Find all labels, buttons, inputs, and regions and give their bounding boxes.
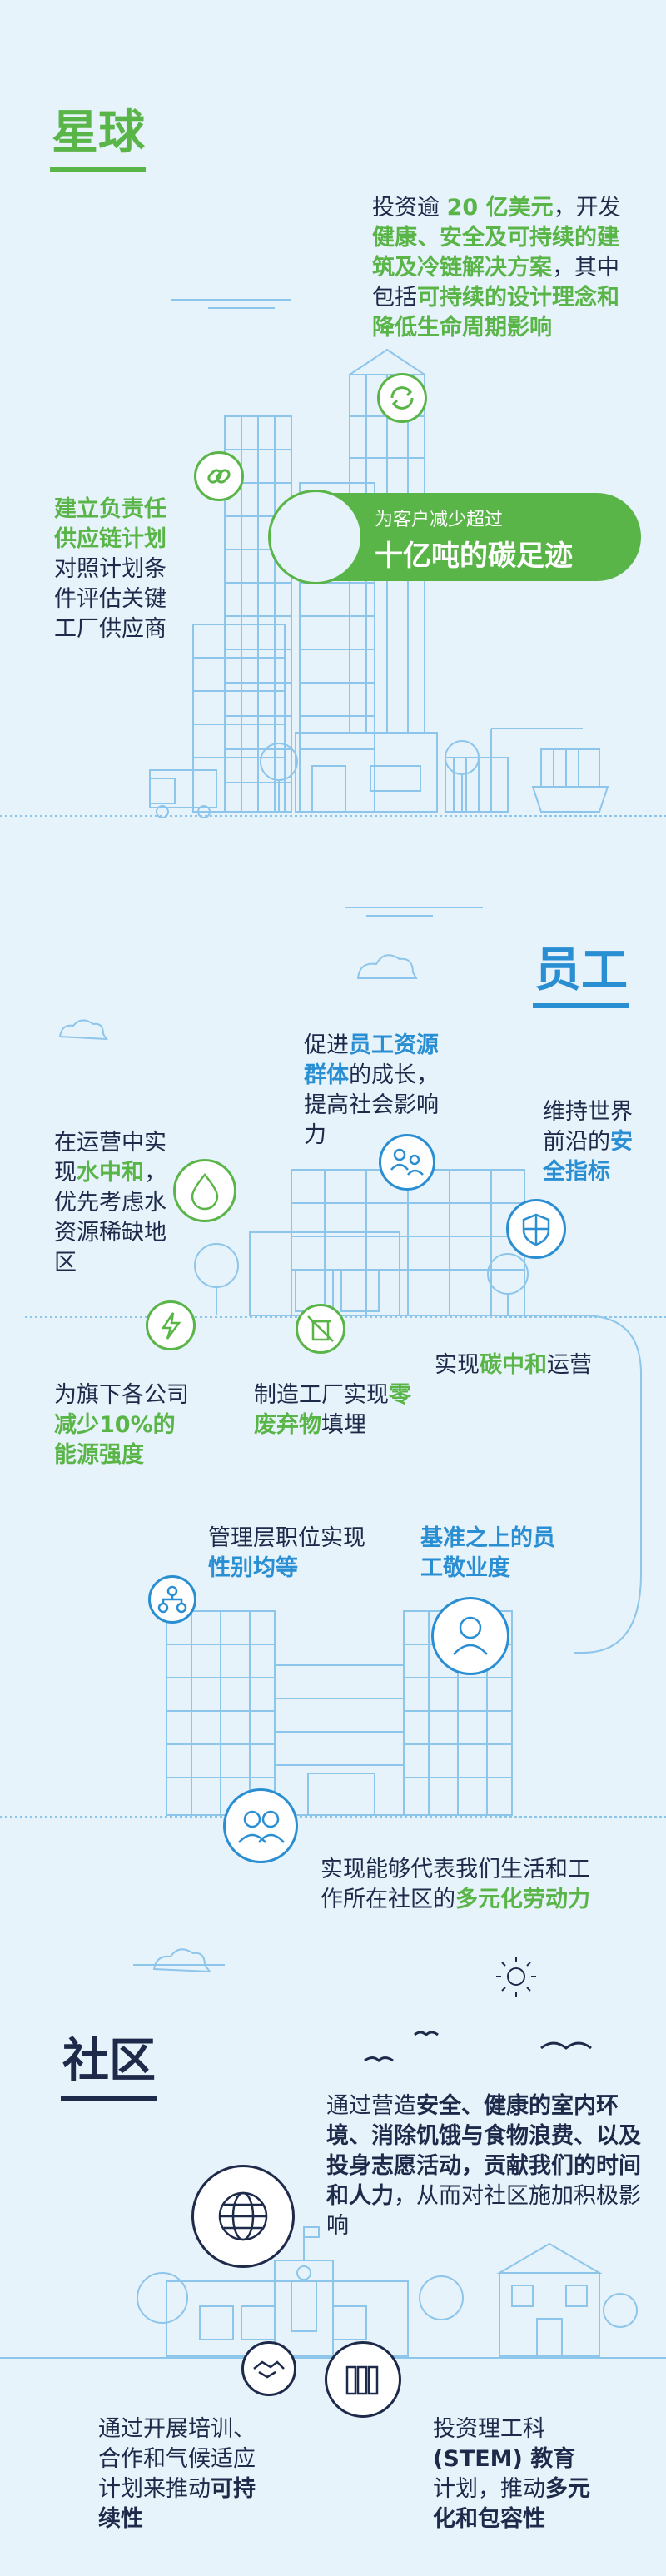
stem-text-2: 计划，推动: [433, 2476, 545, 2502]
waste-highlight: 零废弃物: [254, 1382, 411, 1438]
person-badge-icon: [431, 1597, 509, 1675]
community-training-text: 通过开展培训、合作和气候适应计划来推动可持续性: [98, 2414, 265, 2534]
employee-engagement-text: 基准之上的员工敬业度: [420, 1524, 558, 1584]
employee-energy-text: 为旗下各公司减少10%的能源强度: [54, 1380, 196, 1470]
invest-highlight-1: 20 亿美元: [446, 195, 554, 221]
gender-text: 管理层职位实现: [208, 1525, 365, 1551]
community-environment-text: 通过营造安全、健康的室内环境、消除饥饿与食物浪费、以及投身志愿活动，贡献我们的时…: [326, 2091, 643, 2241]
carbon-text-2: 运营: [547, 1352, 592, 1378]
gender-highlight: 性别均等: [208, 1555, 298, 1581]
planet-invest-text: 投资逾 20 亿美元，开发健康、安全及可持续的建筑及冷链解决方案，其中包括可持续…: [372, 193, 639, 343]
callout-big-text: 十亿吨的碳足迹: [375, 540, 573, 573]
environment-text-1: 通过营造: [326, 2093, 416, 2119]
energy-highlight: 减少10%的能源强度: [54, 1412, 176, 1468]
talent-text-2: 的成长，提高社会影响力: [304, 1062, 439, 1148]
planet-heading-underline: [50, 167, 146, 172]
employee-gender-text: 管理层职位实现性别均等: [208, 1524, 366, 1584]
carbon-text-1: 实现: [435, 1352, 480, 1378]
water-highlight: 水中和: [77, 1160, 144, 1186]
environment-highlight: 安全、健康的室内环境、消除饥饿与食物浪费、以及投身志愿活动，贡献我们的时间和人力: [326, 2093, 641, 2209]
employee-carbon-text: 实现碳中和运营: [435, 1350, 634, 1380]
no-waste-bin-icon: [296, 1304, 345, 1354]
water-text-1: 在运营中实现: [54, 1130, 166, 1186]
carbon-highlight: 碳中和: [480, 1352, 547, 1378]
safety-text: 维持世界前沿的: [543, 1099, 633, 1155]
training-text: 通过开展培训、合作和气候适应计划来推动: [98, 2416, 256, 2502]
waste-text-2: 填埋: [321, 1412, 366, 1438]
recycle-icon: [377, 373, 427, 423]
shield-icon: [506, 1199, 566, 1259]
callout-circle: [268, 490, 363, 584]
invest-text-1: 投资逾: [372, 195, 447, 221]
invest-text-3: ，其中包括: [372, 255, 619, 311]
books-icon: [325, 2341, 401, 2418]
invest-highlight-2: 健康、安全及可持续的建筑及冷链解决方案: [372, 225, 619, 281]
team-people-icon: [223, 1788, 298, 1863]
employee-talent-text: 促进员工资源群体的成长，提高社会影响力: [304, 1031, 450, 1151]
employee-safety-text: 维持世界前沿的安全指标: [543, 1097, 647, 1187]
community-heading: 社区: [62, 2034, 156, 2088]
waste-text-1: 制造工厂实现: [254, 1382, 389, 1408]
water-drop-icon: [173, 1159, 236, 1222]
community-heading-underline: [61, 2096, 157, 2101]
supply-highlight: 建立负责任供应链计划: [54, 496, 166, 552]
planet-heading: 星球: [52, 106, 145, 160]
water-text-2: ，优先考虑水资源稀缺地区: [54, 1160, 166, 1276]
invest-highlight-3: 可持续的设计理念和降低生命周期影响: [372, 285, 619, 341]
energy-text: 为旗下各公司: [54, 1382, 189, 1408]
people-icon: [379, 1134, 435, 1191]
training-highlight: 可持续性: [98, 2476, 256, 2532]
employees-heading-underline: [533, 1003, 629, 1008]
employee-diversity-text: 实现能够代表我们生活和工作所在社区的多元化劳动力: [321, 1855, 595, 1915]
stem-highlight-1: (STEM) 教育: [433, 2446, 576, 2472]
engagement-highlight: 基准之上的员工敬业度: [420, 1525, 555, 1581]
supply-text: 对照计划条件评估关键工厂供应商: [54, 556, 166, 642]
callout-small-text: 为客户减少超过: [375, 510, 504, 530]
environment-text-2: ，从而对社区施加积极影响: [326, 2183, 641, 2239]
safety-highlight: 安全指标: [543, 1129, 633, 1185]
link-icon: [194, 451, 244, 501]
diversity-text: 实现能够代表我们生活和工作所在社区的: [321, 1857, 590, 1912]
stem-text-1: 投资理工科: [433, 2416, 545, 2442]
globe-icon: [191, 2165, 295, 2268]
planet-supply-text: 建立负责任供应链计划对照计划条件评估关键工厂供应商: [54, 495, 187, 644]
lightning-icon: [146, 1300, 196, 1350]
diversity-highlight: 多元化劳动力: [455, 1887, 590, 1912]
invest-text-2: ，开发: [553, 195, 621, 221]
employee-waste-text: 制造工厂实现零废弃物填埋: [254, 1380, 412, 1440]
talent-text-1: 促进: [304, 1032, 349, 1058]
handshake-icon: [241, 2341, 296, 2396]
org-chart-icon: [148, 1575, 196, 1624]
talent-highlight: 员工资源群体: [304, 1032, 439, 1088]
stem-highlight-2: 多元化和包容性: [433, 2476, 590, 2532]
employees-heading: 员工: [534, 943, 628, 997]
employee-water-text: 在运营中实现水中和，优先考虑水资源稀缺地区: [54, 1128, 166, 1278]
community-stem-text: 投资理工科 (STEM) 教育计划，推动多元化和包容性: [433, 2414, 591, 2534]
